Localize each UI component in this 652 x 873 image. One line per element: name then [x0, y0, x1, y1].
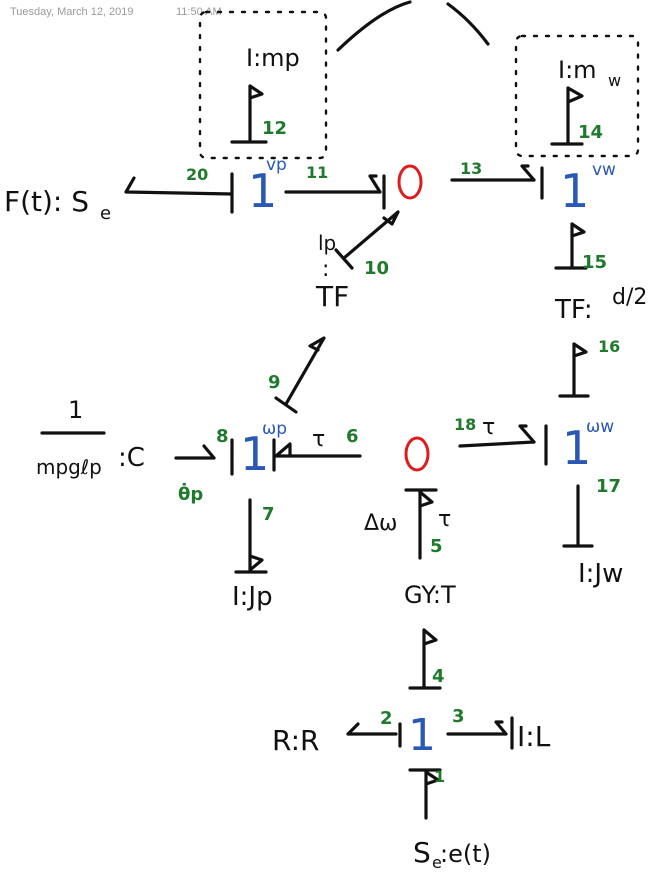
- compliance-tag: :C: [118, 443, 145, 473]
- source-voltage-argument: :e(t): [440, 840, 491, 868]
- theta-dot-p: θ̇p: [178, 483, 203, 505]
- bond-15: [554, 222, 588, 270]
- tau-bond-18: τ: [482, 415, 495, 440]
- tf-lp-modulus: lp: [318, 231, 336, 255]
- junction-one-wp: 1: [240, 427, 269, 481]
- junction-zero-top: [397, 164, 423, 200]
- inertia-jw-label: I:Jw: [578, 559, 623, 589]
- top-arc: [336, 0, 490, 52]
- bond-9: [274, 336, 326, 414]
- delta-omega: Δω: [364, 511, 397, 536]
- bond-number-20: 20: [186, 165, 208, 184]
- junction-one-vw-label: vw: [592, 160, 616, 180]
- tf-d2-modulus: d/2: [612, 285, 647, 310]
- bond-4: [408, 628, 442, 690]
- bond-number-4: 4: [432, 666, 445, 687]
- inertia-mw-box: [514, 34, 640, 158]
- bond-5: [404, 488, 438, 560]
- junction-one-vp: 1: [248, 164, 277, 218]
- bond-number-3: 3: [452, 706, 465, 727]
- bond-number-17: 17: [596, 476, 621, 497]
- tf-d2-label: TF:: [554, 295, 593, 325]
- bond-number-15: 15: [582, 252, 607, 273]
- source-voltage-label: S: [413, 836, 431, 869]
- source-voltage-subscript: e: [432, 853, 442, 872]
- bond-number-10: 10: [364, 258, 389, 279]
- bond-number-2: 2: [380, 708, 393, 729]
- bond-20: [124, 172, 234, 214]
- bond-1: [408, 768, 442, 820]
- tf-lp-colon: :: [322, 257, 329, 282]
- junction-one-ww: 1: [562, 421, 591, 475]
- junction-one-wp-label: ωp: [262, 419, 287, 439]
- bond-number-12: 12: [262, 118, 287, 139]
- tau-bond-5: τ: [438, 507, 451, 532]
- bond-number-8: 8: [216, 426, 229, 447]
- source-force-label: F(t): S: [4, 185, 89, 218]
- bond-8: [174, 438, 234, 476]
- bond-number-18: 18: [454, 415, 476, 434]
- bond-17: [562, 484, 594, 548]
- junction-one-vw: 1: [560, 164, 589, 218]
- inertia-mw-subscript: w: [608, 71, 621, 90]
- bond-10: [334, 210, 400, 270]
- bond-number-13: 13: [460, 159, 482, 178]
- bond-3: [446, 716, 514, 750]
- bond-number-16: 16: [598, 337, 620, 356]
- bond-6: [272, 438, 362, 472]
- bond-number-14: 14: [578, 122, 603, 143]
- junction-zero-mid: [404, 436, 430, 472]
- bond-number-9: 9: [268, 372, 281, 393]
- junction-one-ww-label: ωw: [586, 417, 614, 437]
- inductor-label: I:L: [517, 720, 551, 753]
- compliance-numerator: 1: [68, 396, 83, 424]
- header-date: Tuesday, March 12, 2019: [10, 6, 134, 18]
- bond-2: [346, 722, 402, 748]
- tau-bond-6: τ: [312, 427, 325, 452]
- resistor-label: R:R: [272, 724, 319, 757]
- bond-13: [450, 164, 544, 200]
- bond-number-7: 7: [262, 504, 275, 525]
- bond-12: [230, 84, 268, 144]
- junction-one-vp-label: vp: [266, 155, 287, 175]
- bond-18: [458, 424, 548, 466]
- bond-14: [550, 86, 584, 146]
- bond-number-1: 1: [434, 767, 445, 786]
- bond-number-11: 11: [306, 163, 328, 182]
- bond-number-6: 6: [346, 426, 359, 447]
- junction-one-elec: 1: [408, 710, 436, 761]
- bond-7: [234, 498, 268, 574]
- inertia-mp-label: I:mp: [246, 44, 300, 72]
- bond-number-5: 5: [430, 536, 443, 557]
- header-time: 11:50 AM: [176, 6, 222, 18]
- inertia-jp-label: I:Jp: [232, 582, 273, 612]
- inertia-mw-label: I:m: [558, 56, 597, 84]
- tf-lp-label: TF: [315, 280, 349, 313]
- source-force-subscript: e: [100, 203, 111, 224]
- bond-16: [558, 342, 590, 398]
- gyrator-label: GY:T: [404, 581, 456, 609]
- compliance-denominator: mpgℓp: [36, 455, 102, 479]
- inertia-mp-box: [198, 10, 328, 160]
- bond-11: [284, 174, 386, 210]
